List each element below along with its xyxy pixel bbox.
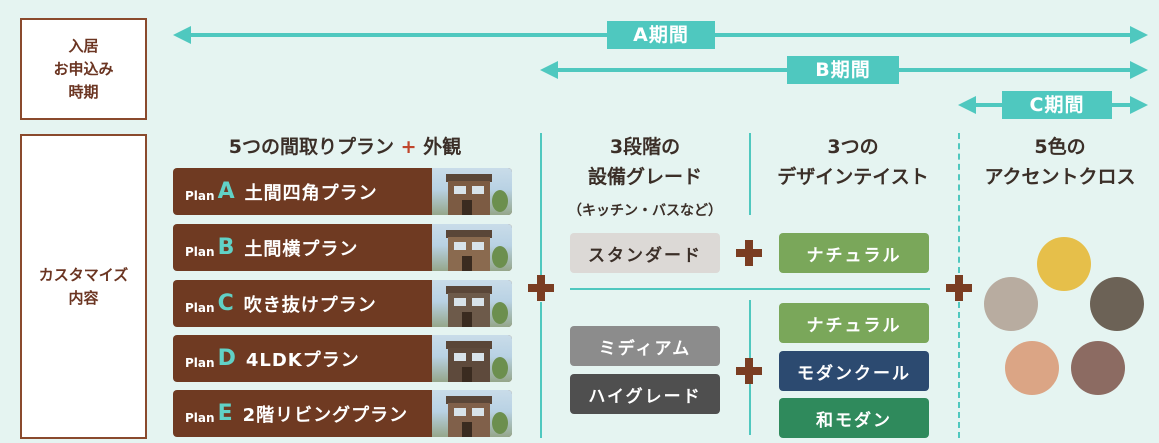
plus-icon [528,275,554,301]
plan-c-row: Plan C 吹き抜けプラン [173,280,512,327]
plan-name: 吹き抜けプラン [243,294,377,316]
plans-heading: 5つの間取りプラン + 外観 [190,132,500,162]
taste-heading: 3つの デザインテイスト [777,136,929,188]
plans-heading-exterior: 外観 [423,136,462,158]
house-exterior-image [432,390,512,437]
grade-high-pill: ハイグレード [570,374,720,414]
divider-plans-upper [540,133,542,283]
plan-a-row: Plan A 土間四角プラン [173,168,512,215]
plan-b-row: Plan B 土間横プラン [173,224,512,271]
period-c-arrow-left [958,96,976,114]
plan-word: Plan [185,244,215,259]
house-exterior-image [432,280,512,327]
move-in-period-label: 入居 お申込み 時期 [20,18,147,120]
grade-heading: 3段階の 設備グレード [587,136,702,188]
period-b-label: B期間 [787,56,899,84]
plans-heading-plus: + [400,136,417,158]
divider-grade-taste-top [749,133,751,215]
plans-heading-main: 5つの間取りプラン [228,136,395,158]
house-exterior-image [432,224,512,271]
plan-word: Plan [185,188,215,203]
plan-letter: C [217,291,234,316]
period-c-label: C期間 [1002,91,1112,119]
grade-medium-pill: ミディアム [570,326,720,366]
divider-grade-rows [570,288,930,290]
period-a-arrow-left [173,26,191,44]
cross-color-greige [984,277,1038,331]
plan-letter: A [217,179,235,204]
plus-icon [736,358,762,384]
cross-color-yellow [1037,237,1091,291]
period-a-arrow-right [1130,26,1148,44]
taste-natural-pill-lower: ナチュラル [779,303,929,343]
cross-color-mauve-brown [1071,341,1125,395]
plan-word: Plan [185,355,215,370]
period-a-label: A期間 [607,21,715,49]
plan-letter: D [217,346,236,371]
cross-color-peach [1005,341,1059,395]
plan-name: 4LDKプラン [245,349,360,371]
plan-name: 土間四角プラン [244,182,378,204]
plan-name: 2階リビングプラン [242,404,409,426]
divider-cross-lower [958,302,960,438]
divider-cross-upper [958,133,960,273]
grade-standard-pill: スタンダード [570,233,720,273]
plus-icon [736,240,762,266]
plan-letter: E [217,401,233,426]
period-b-arrow-right [1130,61,1148,79]
taste-modern-cool-pill: モダンクール [779,351,929,391]
plan-d-row: Plan D 4LDKプラン [173,335,512,382]
period-c-arrow-right [1130,96,1148,114]
divider-plans-lower [540,302,542,438]
period-b-arrow-left [540,61,558,79]
plan-letter: B [217,235,235,260]
house-exterior-image [432,335,512,382]
cross-color-dark-brown [1090,277,1144,331]
house-exterior-image [432,168,512,215]
plan-word: Plan [185,410,215,425]
plus-icon [946,275,972,301]
grade-subheading: （キッチン・バスなど） [568,203,722,219]
cross-heading: 5色の アクセントクロス [984,136,1136,188]
taste-natural-pill: ナチュラル [779,233,929,273]
customize-content-label: カスタマイズ 内容 [20,134,147,439]
plan-word: Plan [185,300,215,315]
plan-e-row: Plan E 2階リビングプラン [173,390,512,437]
taste-wa-modern-pill: 和モダン [779,398,929,438]
plan-name: 土間横プラン [244,238,359,260]
